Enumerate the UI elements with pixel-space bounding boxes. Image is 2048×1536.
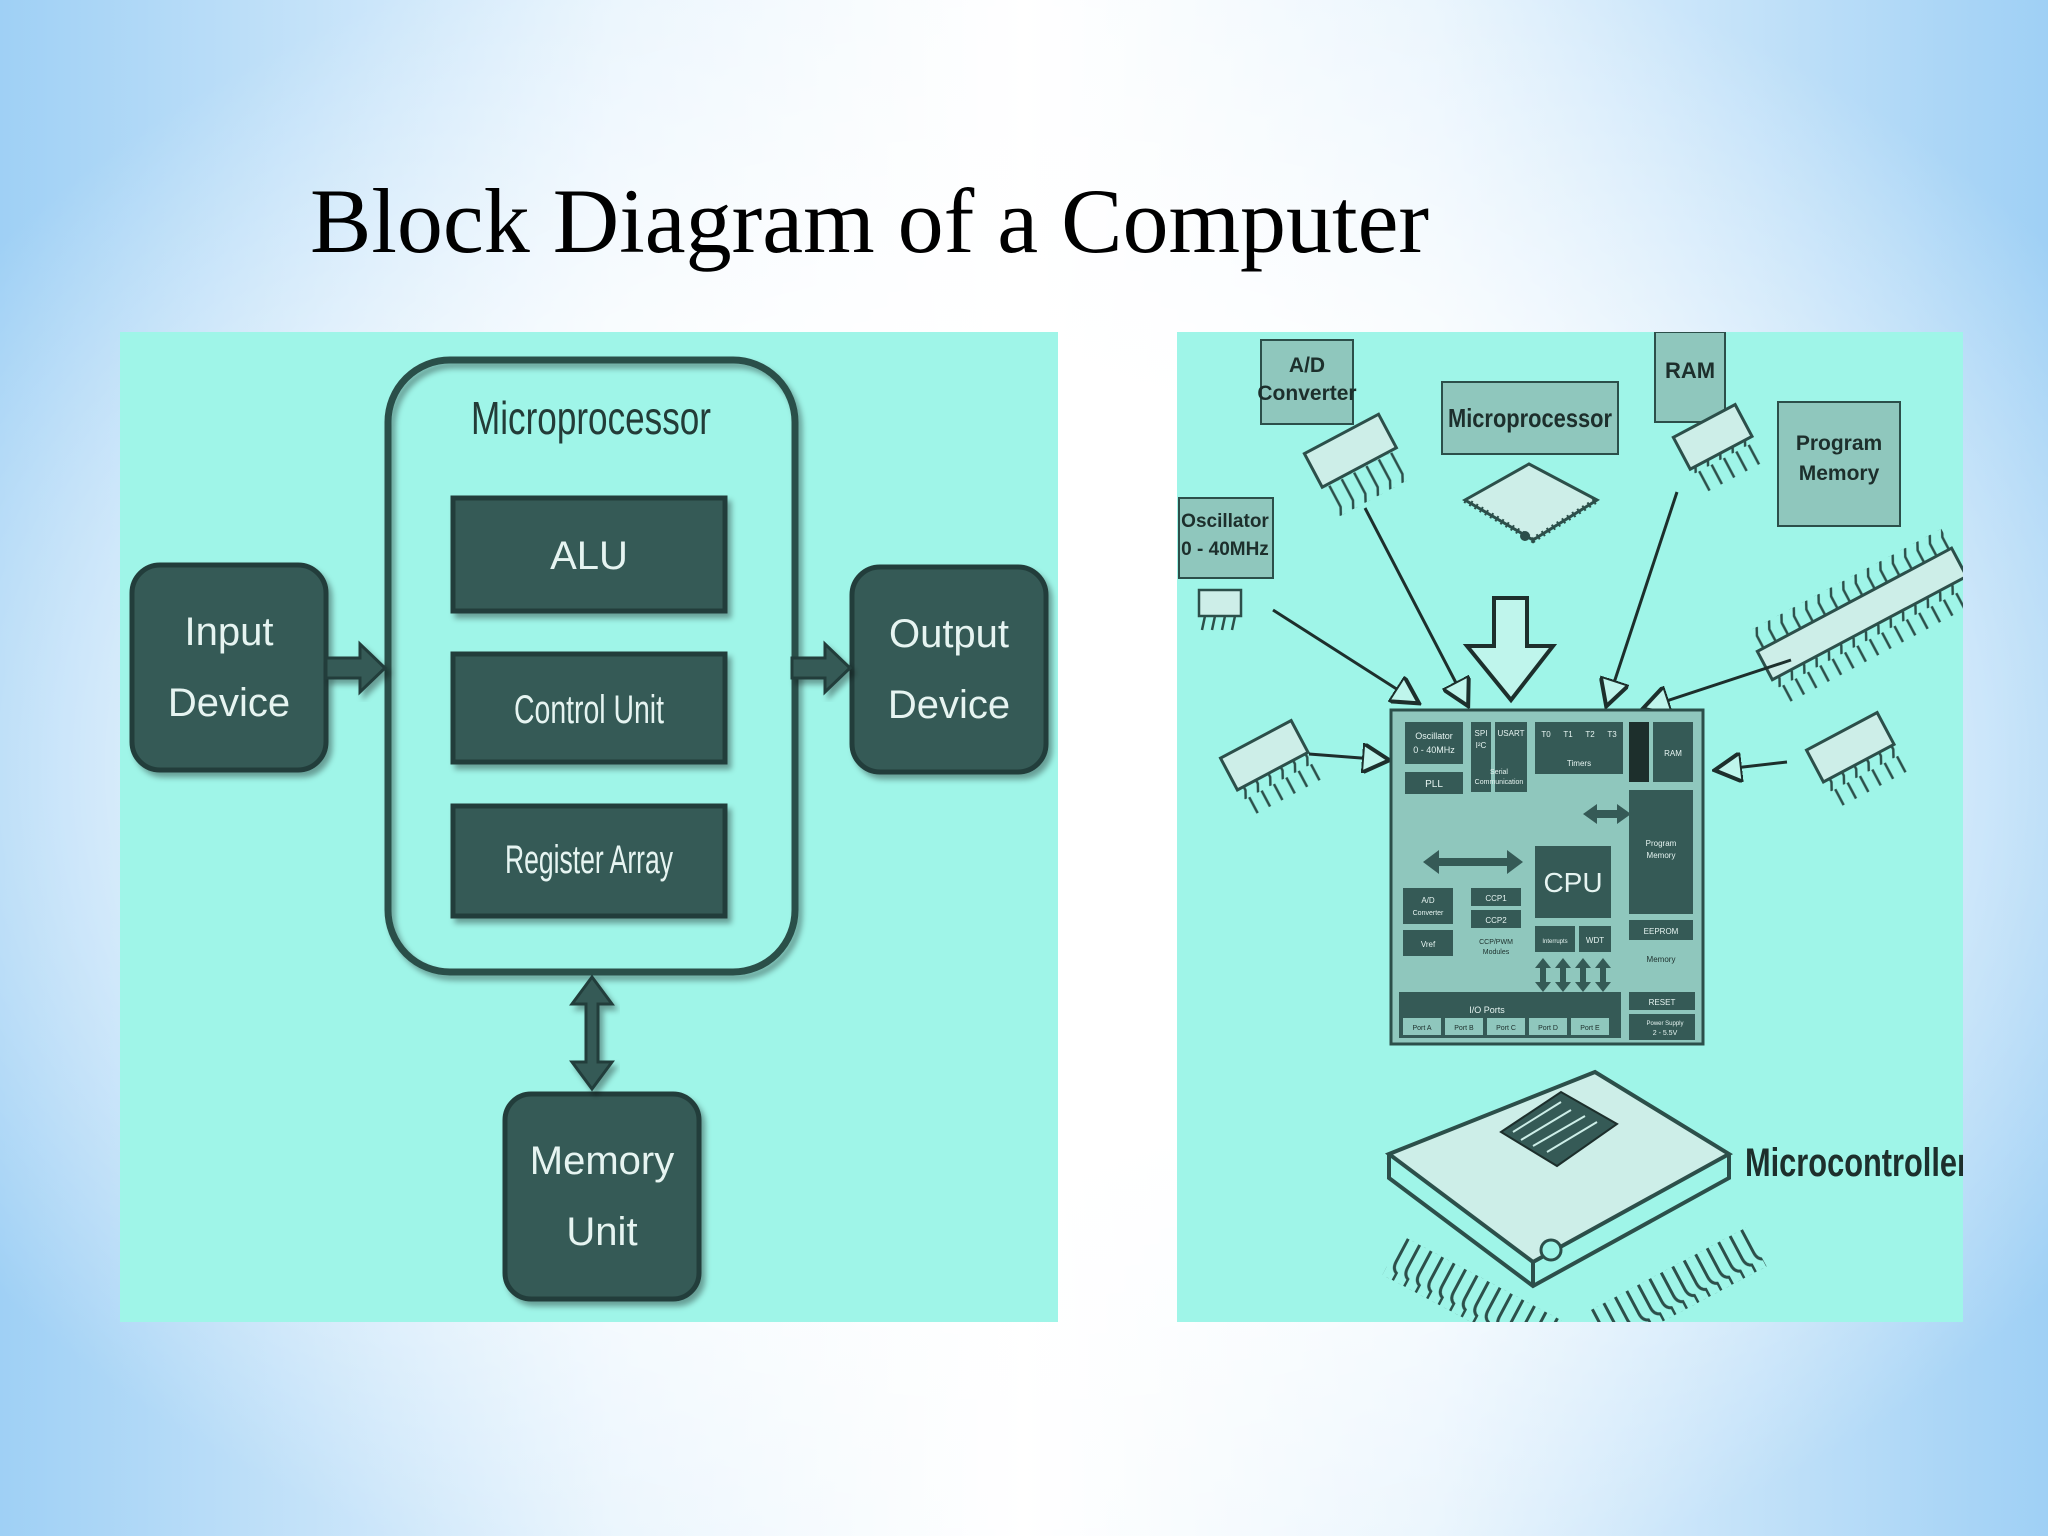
- die-oscillator-block: [1405, 722, 1463, 764]
- ram-label: RAM: [1665, 358, 1715, 383]
- die-eeprom-label: EEPROM: [1644, 927, 1679, 936]
- computer-block-diagram: Microprocessor ALU Control Unit Register…: [120, 332, 1058, 1322]
- die-timers-block: [1535, 722, 1623, 774]
- die-power-label-line2: 2 - 5.5V: [1653, 1030, 1678, 1037]
- microcontroller-die: Oscillator 0 - 40MHz PLL SPI I²C USART S…: [1389, 708, 1705, 1046]
- die-port-b: Port B: [1454, 1025, 1474, 1032]
- cpu-to-output-arrow: [790, 640, 853, 696]
- ad-converter-label-line1: A/D: [1289, 354, 1325, 377]
- die-port-d: Port D: [1538, 1025, 1558, 1032]
- die-memory-label: Memory: [1647, 955, 1676, 964]
- die-ram-block: [1653, 722, 1693, 782]
- ad-converter-label-box: [1260, 339, 1354, 425]
- die-spi-label-line1: SPI: [1475, 729, 1488, 738]
- die-timer-t3: T3: [1607, 730, 1617, 739]
- die-cpu-label: CPU: [1543, 867, 1602, 898]
- die-port-c: Port C: [1496, 1025, 1516, 1032]
- memory-unit-block: [502, 1091, 702, 1302]
- program-memory-label-box: [1777, 401, 1901, 527]
- die-cpu-block: [1535, 846, 1611, 918]
- die-wdt-label: WDT: [1586, 936, 1604, 945]
- die-ccp2-label: CCP2: [1485, 916, 1507, 925]
- die-ccp1-label: CCP1: [1485, 894, 1507, 903]
- die-oscillator-label-line1: Oscillator: [1415, 731, 1453, 741]
- slide-title: Block Diagram of a Computer: [310, 170, 1430, 272]
- die-bus-arrow: [1423, 850, 1523, 874]
- die-ad-label-line2: Converter: [1413, 910, 1444, 917]
- die-timer-t0: T0: [1541, 730, 1551, 739]
- die-vref-label: Vref: [1421, 940, 1436, 949]
- component-arrows: [1272, 491, 1792, 770]
- die-program-memory-block: [1629, 790, 1693, 914]
- die-program-memory-label-line1: Program: [1646, 839, 1677, 848]
- die-port-e: Port E: [1580, 1025, 1600, 1032]
- microcontroller-illustration: A/D Converter Microprocessor RAM Program…: [1177, 332, 1963, 1322]
- ad-converter-label-line2: Converter: [1257, 382, 1356, 405]
- die-power-label-line1: Power Supply: [1646, 1021, 1683, 1027]
- oscillator-label-line1: Oscillator: [1181, 511, 1269, 532]
- program-memory-label-line1: Program: [1796, 432, 1882, 455]
- microprocessor-chip-icon: [1461, 462, 1601, 544]
- control-unit-block: [450, 651, 728, 765]
- die-port-a: Port A: [1412, 1025, 1431, 1032]
- die-io-arrows: [1535, 958, 1611, 992]
- die-ad-label-line1: A/D: [1421, 896, 1435, 905]
- die-serial-label-line2: Communication: [1475, 779, 1524, 786]
- oscillator-label-line2: 0 - 40MHz: [1181, 539, 1269, 560]
- die-io-ports-label: I/O Ports: [1469, 1005, 1505, 1015]
- microprocessor-label: Microprocessor: [471, 392, 711, 444]
- input-device-block: [129, 562, 329, 773]
- die-spi-label-line2: I²C: [1476, 741, 1487, 750]
- die-usart-block: [1495, 722, 1527, 792]
- die-timer-t2: T2: [1585, 730, 1595, 739]
- die-timer-t1: T1: [1563, 730, 1573, 739]
- memory-unit-label-line2: Unit: [566, 1210, 637, 1254]
- die-interrupts-label: Interrupts: [1542, 939, 1567, 945]
- microprocessor-label-box: [1441, 381, 1619, 455]
- input-device-label-line2: Device: [168, 681, 290, 725]
- microcontroller-illustration-svg: A/D Converter Microprocessor RAM Program…: [1177, 332, 1963, 1322]
- output-device-label-line2: Device: [888, 683, 1010, 727]
- computer-block-diagram-svg: Microprocessor ALU Control Unit Register…: [120, 332, 1058, 1322]
- input-to-cpu-arrow: [324, 640, 388, 696]
- die-timers-label: Timers: [1567, 759, 1591, 768]
- die-reset-label: RESET: [1649, 998, 1676, 1007]
- die-pll-block: [1405, 772, 1463, 794]
- output-device-label-line1: Output: [889, 612, 1009, 656]
- die-spi-block: [1471, 722, 1491, 792]
- register-array-block: [450, 803, 728, 919]
- alu-label: ALU: [550, 534, 628, 578]
- ram-chip-icon: [1671, 402, 1766, 494]
- program-memory-chip-icon: [1747, 528, 1963, 705]
- microcontroller-package: [1382, 1069, 1767, 1322]
- ram-label-box: [1654, 332, 1726, 423]
- die-ccp-modules-line2: Modules: [1483, 949, 1510, 956]
- memory-unit-label-line1: Memory: [530, 1139, 674, 1183]
- die-serial-label-line1: Serial: [1490, 769, 1508, 776]
- oscillator-label-box: [1178, 497, 1274, 579]
- microcontroller-label: Microcontroller: [1745, 1141, 1963, 1185]
- oscillator-chip-icon: [1197, 588, 1243, 631]
- cpu-memory-bidirectional-arrow: [569, 974, 615, 1092]
- register-array-label: Register Array: [505, 838, 673, 882]
- die-ram-label: RAM: [1664, 749, 1682, 758]
- die-ad-block: [1403, 888, 1453, 924]
- die-pll-label: PLL: [1425, 779, 1443, 790]
- left-dip-chip-icon: [1218, 718, 1323, 817]
- microprocessor-chip-label: Microprocessor: [1448, 403, 1612, 433]
- die-ccp-modules-line1: CCP/PWM: [1479, 939, 1513, 946]
- big-down-arrow: [1462, 596, 1558, 704]
- ad-converter-chip-icon: [1302, 412, 1413, 518]
- right-dip-chip-icon: [1804, 710, 1909, 809]
- program-memory-label-line2: Memory: [1799, 462, 1880, 485]
- die-usart-label: USART: [1498, 729, 1525, 738]
- die-oscillator-label-line2: 0 - 40MHz: [1413, 745, 1455, 755]
- control-unit-label: Control Unit: [514, 688, 664, 732]
- die-program-memory-label-line2: Memory: [1647, 851, 1676, 860]
- output-device-block: [849, 564, 1049, 775]
- input-device-label-line1: Input: [185, 610, 274, 654]
- alu-block: [450, 495, 728, 614]
